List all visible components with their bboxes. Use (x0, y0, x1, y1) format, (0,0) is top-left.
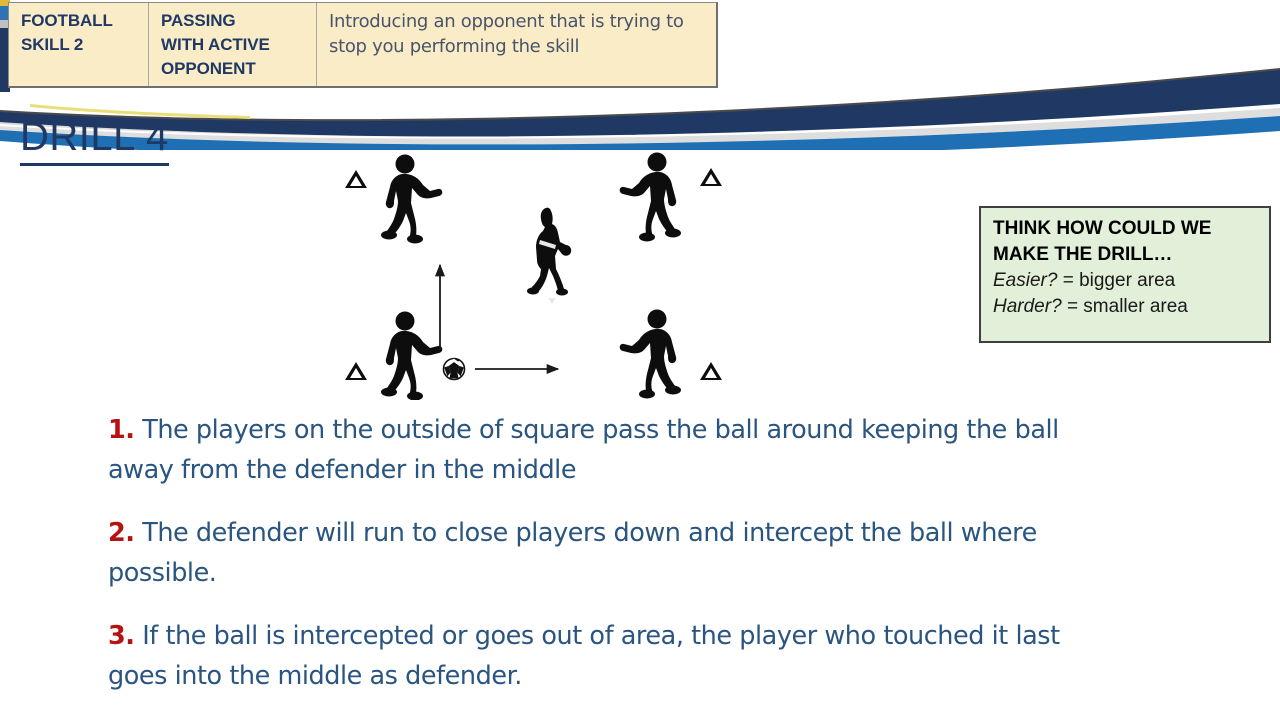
cone-top-left (345, 170, 367, 188)
cone-bottom-left (345, 362, 367, 380)
swoosh-band-blue (0, 116, 1280, 150)
header-topic-line1: PASSING (161, 11, 236, 30)
instruction-number-1: 1. (108, 415, 135, 445)
header-skill-line2: SKILL 2 (21, 35, 84, 54)
think-box-heading-line1: THINK HOW COULD WE (993, 218, 1212, 239)
instruction-list: 1. The players on the outside of square … (108, 410, 1118, 719)
swoosh-band-lightgray (0, 108, 1280, 150)
think-box-value-easier: = bigger area (1062, 270, 1176, 291)
cone-top-right (700, 168, 722, 186)
think-box-heading-line2: MAKE THE DRILL… (993, 244, 1173, 265)
think-box-row-easier: Easier? = bigger area (993, 268, 1257, 294)
player-top-left (381, 154, 443, 244)
think-box-label-easier: Easier? (993, 270, 1058, 291)
instruction-number-3: 3. (108, 621, 135, 651)
header-cell-skill: FOOTBALL SKILL 2 (9, 3, 149, 86)
left-tab-gray (0, 20, 10, 28)
instruction-item-1: 1. The players on the outside of square … (108, 410, 1118, 490)
instruction-text-2: The defender will run to close players d… (108, 518, 1037, 588)
header-topic-line3: OPPONENT (161, 59, 256, 78)
think-box: THINK HOW COULD WE MAKE THE DRILL… Easie… (979, 206, 1271, 343)
instruction-number-2: 2. (108, 518, 135, 548)
left-tab-blue (0, 6, 10, 20)
think-box-row-harder: Harder? = smaller area (993, 294, 1257, 320)
think-box-label-harder: Harder? (993, 296, 1062, 317)
think-box-value-harder: = smaller area (1066, 296, 1188, 317)
header-skill-line1: FOOTBALL (21, 11, 113, 30)
swoosh-band-white (0, 104, 1280, 148)
defender-centre (527, 207, 572, 304)
left-tab-navy (0, 28, 10, 92)
left-edge-accent (0, 0, 10, 92)
instruction-item-3: 3. If the ball is intercepted or goes ou… (108, 616, 1118, 696)
soccer-ball (442, 357, 466, 381)
cone-bottom-right (700, 362, 722, 380)
player-bottom-right (619, 309, 681, 399)
header-cell-topic: PASSING WITH ACTIVE OPPONENT (149, 3, 317, 86)
instruction-text-3: If the ball is intercepted or goes out o… (108, 621, 1060, 691)
player-bottom-left (381, 311, 443, 400)
page-title: DRILL 4 (20, 113, 169, 166)
header-description-text: Introducing an opponent that is trying t… (329, 11, 684, 57)
instruction-item-2: 2. The defender will run to close player… (108, 513, 1118, 593)
slide-header-table: FOOTBALL SKILL 2 PASSING WITH ACTIVE OPP… (8, 2, 718, 88)
header-topic-line2: WITH ACTIVE (161, 35, 270, 54)
instruction-text-1: The players on the outside of square pas… (108, 415, 1059, 485)
left-tab-yellow (0, 0, 10, 6)
header-cell-description: Introducing an opponent that is trying t… (317, 3, 716, 86)
player-top-right (619, 152, 681, 242)
drill-4-diagram (345, 152, 722, 400)
